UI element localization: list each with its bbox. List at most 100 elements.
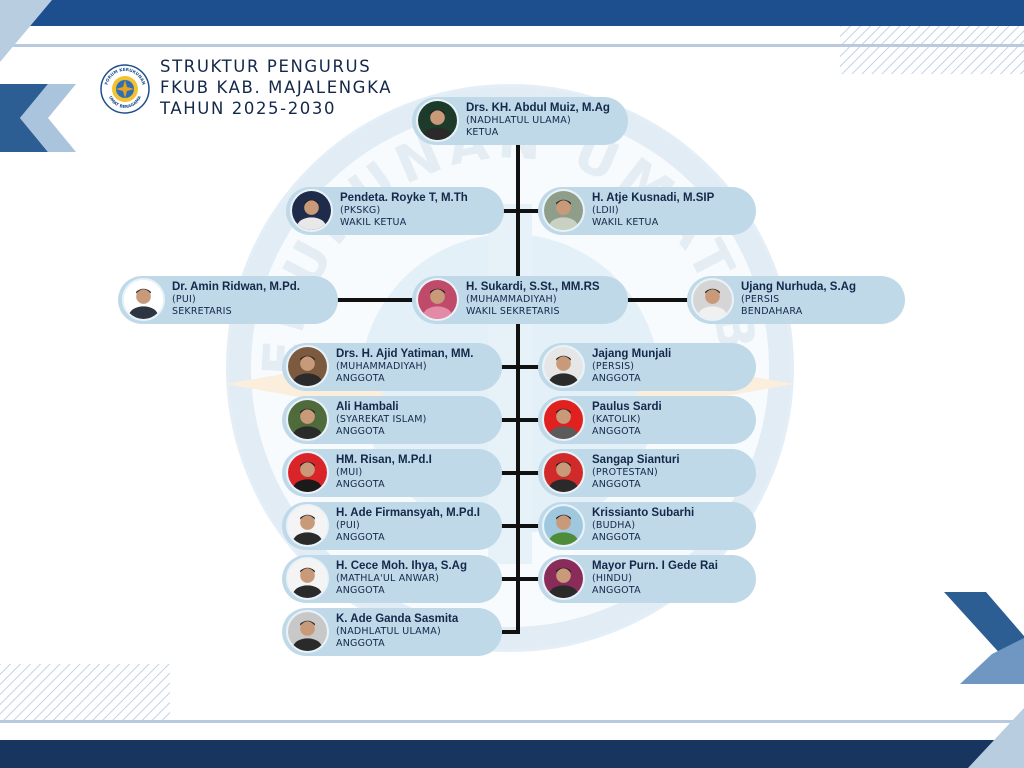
member-name: Sangap Sianturi bbox=[592, 454, 680, 466]
member-photo-anggota-kiri-4 bbox=[286, 557, 329, 600]
connector-anggota-2 bbox=[500, 418, 540, 422]
member-name: Ujang Nurhuda, S.Ag bbox=[741, 281, 856, 293]
member-role: WAKIL KETUA bbox=[592, 217, 659, 228]
connector-wakil-ketua bbox=[500, 209, 540, 213]
member-role: ANGGOTA bbox=[592, 373, 641, 384]
member-role: WAKIL KETUA bbox=[340, 217, 407, 228]
bottom-left-hatch-pattern bbox=[0, 664, 170, 720]
member-card-wakil-kanan: H. Atje Kusnadi, M.SIP(LDII)WAKIL KETUA bbox=[538, 187, 756, 235]
member-role: ANGGOTA bbox=[336, 532, 385, 543]
member-card-ketua: Drs. KH. Abdul Muiz, M.Ag(NADHLATUL ULAM… bbox=[412, 97, 628, 145]
member-name: H. Ade Firmansyah, M.Pd.I bbox=[336, 507, 480, 519]
member-card-anggota-kiri-0: Drs. H. Ajid Yatiman, MM.(MUHAMMADIYAH)A… bbox=[282, 343, 502, 391]
member-role: KETUA bbox=[466, 127, 499, 138]
member-role: ANGGOTA bbox=[336, 585, 385, 596]
member-card-anggota-kiri-3: H. Ade Firmansyah, M.Pd.I(PUI)ANGGOTA bbox=[282, 502, 502, 550]
member-photo-anggota-kanan-0 bbox=[542, 345, 585, 388]
member-org: (PUI) bbox=[172, 294, 196, 305]
connector-bendahara bbox=[626, 298, 690, 302]
member-name: Ali Hambali bbox=[336, 401, 399, 413]
member-org: (MATHLA'UL ANWAR) bbox=[336, 573, 440, 584]
member-org: (PERSIS) bbox=[592, 361, 635, 372]
member-photo-wakil-kanan bbox=[542, 189, 585, 232]
member-card-anggota-kanan-0: Jajang Munjali(PERSIS)ANGGOTA bbox=[538, 343, 756, 391]
member-role: ANGGOTA bbox=[592, 426, 641, 437]
top-divider-line bbox=[0, 44, 1024, 47]
connector-anggota-3 bbox=[500, 471, 540, 475]
connector-trunk-bottom bbox=[502, 630, 520, 634]
member-role: ANGGOTA bbox=[336, 426, 385, 437]
connector-anggota-5 bbox=[500, 577, 540, 581]
member-name: Mayor Purn. I Gede Rai bbox=[592, 560, 718, 572]
member-name: H. Atje Kusnadi, M.SIP bbox=[592, 192, 715, 204]
member-photo-anggota-kiri-1 bbox=[286, 398, 329, 441]
top-banner-bar bbox=[0, 0, 1024, 26]
member-photo-anggota-kiri-3 bbox=[286, 504, 329, 547]
member-role: SEKRETARIS bbox=[172, 306, 232, 317]
member-card-anggota-kanan-4: Mayor Purn. I Gede Rai(HINDU)ANGGOTA bbox=[538, 555, 756, 603]
member-name: Jajang Munjali bbox=[592, 348, 672, 360]
member-role: ANGGOTA bbox=[592, 585, 641, 596]
bottom-banner-bar bbox=[0, 740, 1024, 768]
title-line-3: TAHUN 2025-2030 bbox=[160, 99, 337, 118]
top-right-hatch-pattern bbox=[840, 26, 1024, 74]
member-name: Paulus Sardi bbox=[592, 401, 662, 413]
member-card-anggota-kanan-1: Paulus Sardi(KATOLIK)ANGGOTA bbox=[538, 396, 756, 444]
connector-anggota-4 bbox=[500, 524, 540, 528]
member-name: HM. Risan, M.Pd.I bbox=[336, 454, 432, 466]
member-org: (PUI) bbox=[336, 520, 360, 531]
bottom-divider-line bbox=[0, 720, 1024, 723]
member-photo-anggota-kiri-0 bbox=[286, 345, 329, 388]
member-photo-ketua bbox=[416, 99, 459, 142]
left-chevron-decoration bbox=[0, 0, 76, 152]
title-line-1: STRUKTUR PENGURUS bbox=[160, 57, 372, 76]
member-photo-wakil-kiri bbox=[290, 189, 333, 232]
member-photo-wakil-sekretaris bbox=[416, 278, 459, 321]
member-org: (NADHLATUL ULAMA) bbox=[466, 115, 571, 126]
member-card-anggota-kiri-1: Ali Hambali(SYAREKAT ISLAM)ANGGOTA bbox=[282, 396, 502, 444]
member-role: ANGGOTA bbox=[336, 373, 385, 384]
member-org: (HINDU) bbox=[592, 573, 633, 584]
member-card-anggota-kanan-2: Sangap Sianturi(PROTESTAN)ANGGOTA bbox=[538, 449, 756, 497]
member-card-anggota-kiri-4: H. Cece Moh. Ihya, S.Ag(MATHLA'UL ANWAR)… bbox=[282, 555, 502, 603]
member-name: Drs. KH. Abdul Muiz, M.Ag bbox=[466, 102, 610, 114]
member-photo-sekretaris bbox=[122, 278, 165, 321]
member-org: (LDII) bbox=[592, 205, 619, 216]
member-role: WAKIL SEKRETARIS bbox=[466, 306, 560, 317]
member-name: Dr. Amin Ridwan, M.Pd. bbox=[172, 281, 300, 293]
member-photo-anggota-kanan-1 bbox=[542, 398, 585, 441]
member-org: (MUI) bbox=[336, 467, 363, 478]
member-name: Drs. H. Ajid Yatiman, MM. bbox=[336, 348, 474, 360]
member-photo-anggota-kiri-5 bbox=[286, 610, 329, 653]
member-role: ANGGOTA bbox=[336, 479, 385, 490]
member-photo-bendahara bbox=[691, 278, 734, 321]
member-org: (PKSKG) bbox=[340, 205, 381, 216]
member-card-wakil-kiri: Pendeta. Royke T, M.Th(PKSKG)WAKIL KETUA bbox=[286, 187, 504, 235]
member-card-wakil-sekretaris: H. Sukardi, S.St., MM.RS(MUHAMMADIYAH)WA… bbox=[412, 276, 628, 324]
member-role: ANGGOTA bbox=[592, 532, 641, 543]
member-name: Pendeta. Royke T, M.Th bbox=[340, 192, 468, 204]
member-photo-anggota-kanan-2 bbox=[542, 451, 585, 494]
member-photo-anggota-kiri-2 bbox=[286, 451, 329, 494]
member-role: ANGGOTA bbox=[592, 479, 641, 490]
member-name: Krissianto Subarhi bbox=[592, 507, 695, 519]
member-org: (BUDHA) bbox=[592, 520, 636, 531]
member-org: (SYAREKAT ISLAM) bbox=[336, 414, 427, 425]
member-name: H. Sukardi, S.St., MM.RS bbox=[466, 281, 600, 293]
member-photo-anggota-kanan-3 bbox=[542, 504, 585, 547]
member-card-anggota-kanan-3: Krissianto Subarhi(BUDHA)ANGGOTA bbox=[538, 502, 756, 550]
chart-title: STRUKTUR PENGURUS FKUB KAB. MAJALENGKA T… bbox=[160, 56, 392, 119]
member-org: (MUHAMMADIYAH) bbox=[336, 361, 427, 372]
member-org: (MUHAMMADIYAH) bbox=[466, 294, 557, 305]
title-line-2: FKUB KAB. MAJALENGKA bbox=[160, 78, 393, 97]
member-org: (PERSIS bbox=[741, 294, 780, 305]
member-card-anggota-kiri-5: K. Ade Ganda Sasmita(NADHLATUL ULAMA)ANG… bbox=[282, 608, 502, 656]
right-chevron-decoration bbox=[944, 592, 1024, 768]
member-name: K. Ade Ganda Sasmita bbox=[336, 613, 459, 625]
member-org: (KATOLIK) bbox=[592, 414, 641, 425]
member-card-anggota-kiri-2: HM. Risan, M.Pd.I(MUI)ANGGOTA bbox=[282, 449, 502, 497]
member-org: (PROTESTAN) bbox=[592, 467, 658, 478]
connector-sekretaris bbox=[336, 298, 416, 302]
member-role: ANGGOTA bbox=[336, 638, 385, 649]
